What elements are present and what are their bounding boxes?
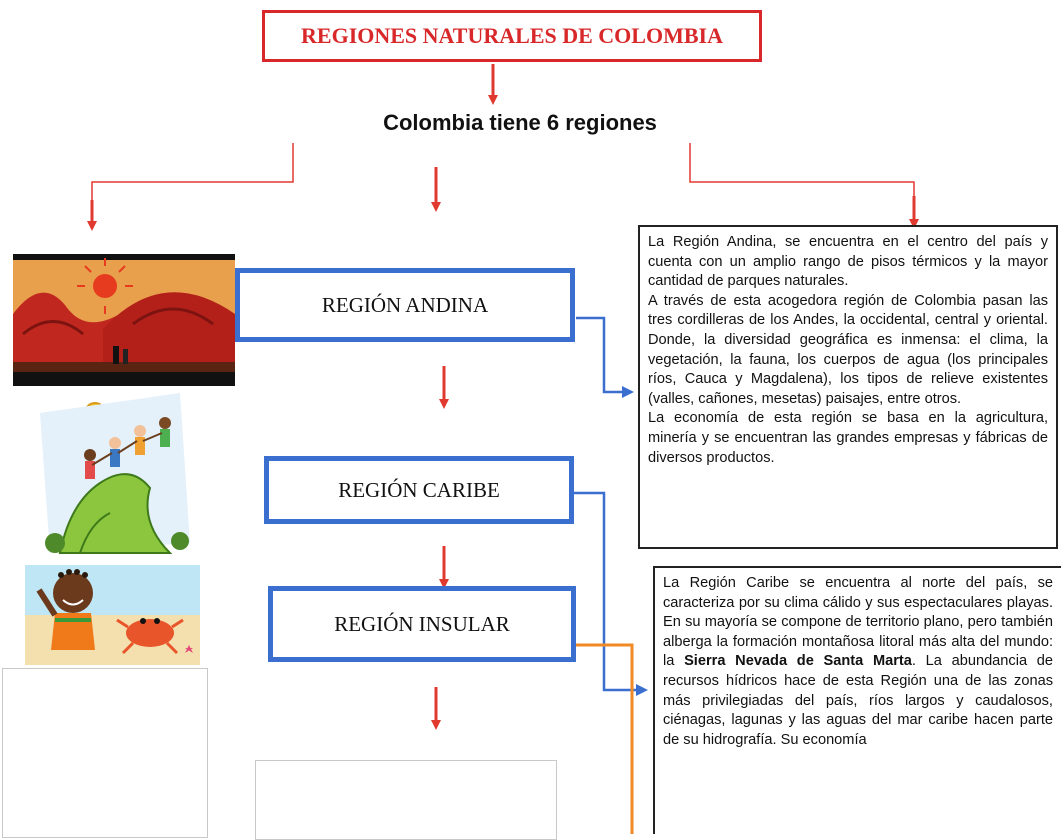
caribe-description-part2: . La abundancia de recursos hídricos hac… [663, 653, 1054, 748]
caribe-description-part1: La Región Caribe se encuentra al norte d… [663, 575, 1053, 670]
diagram-title: REGIONES NATURALES DE COLOMBIA [262, 10, 762, 62]
diagram-subtitle: Colombia tiene 6 regiones [383, 110, 657, 135]
empty-image-frame [2, 668, 208, 838]
region-caribe-box: REGIÓN CARIBE [264, 456, 574, 524]
region-andina-box: REGIÓN ANDINA [235, 268, 575, 342]
connector-caribe-to-desc [574, 491, 648, 696]
andina-description-p1: La Región Andina, se encuentra en el cen… [648, 234, 1048, 290]
branch-right-line [689, 143, 915, 215]
connector-insular-orange [576, 643, 634, 834]
andina-description-p3: La economía de esta región se basa en la… [648, 410, 1048, 466]
region-insular-box: REGIÓN INSULAR [268, 586, 576, 662]
caribe-description-bold: Sierra Nevada de Santa Marta [684, 653, 912, 670]
andina-illustration [13, 254, 235, 386]
andina-description-p2: A través de esta acogedora región de Col… [648, 292, 1048, 407]
branch-left-line [91, 143, 294, 220]
caribe-description-box: La Región Caribe se encuentra al norte d… [653, 566, 1061, 834]
insular-illustration [25, 565, 200, 665]
connector-andina-to-desc [576, 316, 634, 398]
empty-region-frame [255, 760, 557, 840]
caribe-illustration [30, 393, 200, 563]
andina-description-box: La Región Andina, se encuentra en el cen… [638, 225, 1058, 549]
